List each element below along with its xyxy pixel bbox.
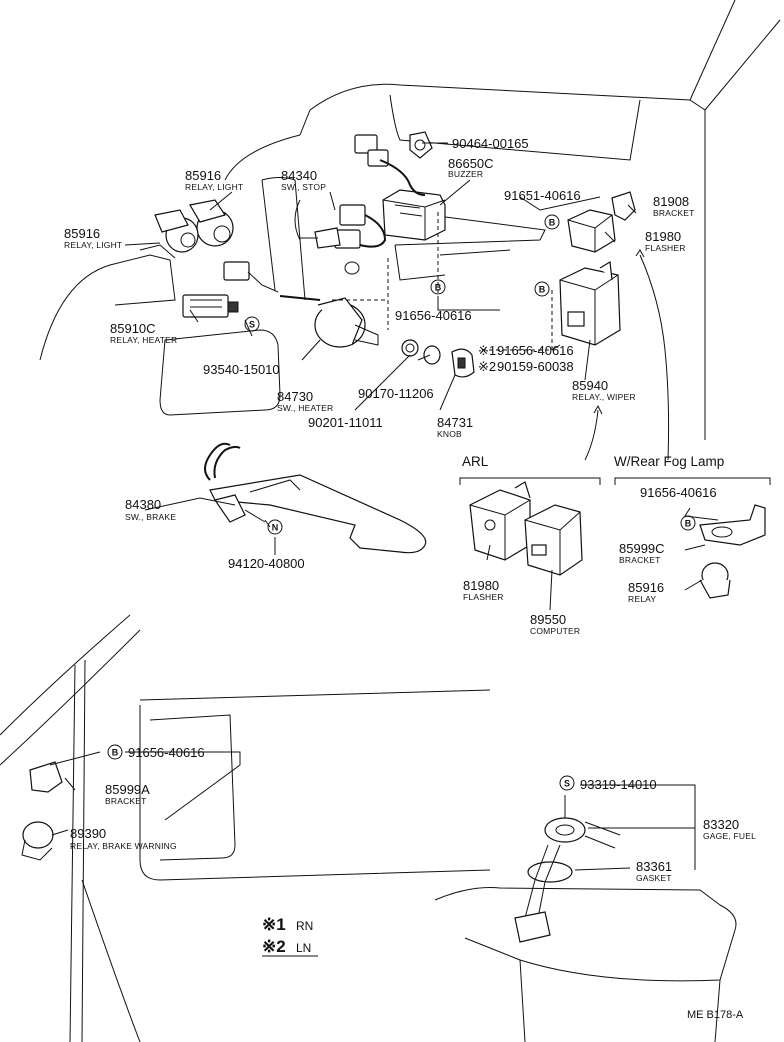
part-number-83361: 83361 bbox=[636, 859, 672, 874]
part-caption-84730: SW., HEATER bbox=[277, 403, 333, 413]
part-number-84340: 84340 bbox=[281, 168, 317, 183]
marker-n-94120: N bbox=[267, 519, 283, 535]
part-caption-86650c: BUZZER bbox=[448, 169, 483, 179]
note-mark-1: ※1 bbox=[478, 343, 496, 358]
part-number-91656-n1: 91656-40616 bbox=[497, 343, 574, 358]
marker-b-91656-mid: B bbox=[430, 279, 446, 295]
brake-pedal bbox=[204, 442, 427, 554]
part-number-89550: 89550 bbox=[530, 612, 566, 627]
legend-code-1: RN bbox=[296, 919, 313, 933]
part-number-81980-arl: 81980 bbox=[463, 578, 499, 593]
part-caption-83320: GAGE, FUEL bbox=[703, 831, 756, 841]
lower-left-body bbox=[0, 614, 491, 1042]
marker-b-wiper: B bbox=[534, 281, 550, 297]
part-caption-81908: BRACKET bbox=[653, 208, 695, 218]
fog-lamp-group bbox=[614, 477, 771, 599]
part-number-85916-fog: 85916 bbox=[628, 580, 664, 595]
marker-label: B bbox=[549, 218, 556, 228]
part-number-93540: 93540-15010 bbox=[203, 362, 280, 377]
part-caption-85910c: RELAY, HEATER bbox=[110, 335, 177, 345]
marker-label: B bbox=[685, 519, 692, 529]
legend-mark-1: ※1 bbox=[262, 915, 286, 934]
part-number-91656-low: 91656-40616 bbox=[128, 745, 205, 760]
marker-s-93540: S bbox=[244, 316, 260, 332]
marker-label: B bbox=[435, 283, 442, 293]
part-number-86650c: 86650C bbox=[448, 156, 494, 171]
marker-label: B bbox=[112, 748, 119, 758]
part-number-90464: 90464-00165 bbox=[452, 136, 529, 151]
part-caption-85999c: BRACKET bbox=[619, 555, 661, 565]
part-number-85916-left: 85916 bbox=[64, 226, 100, 241]
part-caption-89550: COMPUTER bbox=[530, 626, 580, 636]
part-number-91651: 91651-40616 bbox=[504, 188, 581, 203]
note-mark-2: ※2 bbox=[478, 359, 496, 374]
part-caption-83361: GASKET bbox=[636, 873, 672, 883]
part-number-85940: 85940 bbox=[572, 378, 608, 393]
part-number-90201: 90201-11011 bbox=[308, 415, 383, 430]
legend-code-2: LN bbox=[296, 941, 311, 955]
part-number-85999c: 85999C bbox=[619, 541, 665, 556]
part-number-91656-mid: 91656-40616 bbox=[395, 308, 472, 323]
part-number-81980-top: 81980 bbox=[645, 229, 681, 244]
leader-lines bbox=[49, 142, 719, 871]
part-number-84730: 84730 bbox=[277, 389, 313, 404]
part-number-85999a: 85999A bbox=[105, 782, 150, 797]
part-number-94120: 94120-40800 bbox=[228, 556, 305, 571]
marker-label: S bbox=[564, 779, 570, 789]
part-number-91656-fog: 91656-40616 bbox=[640, 485, 717, 500]
part-caption-81980-top: FLASHER bbox=[645, 243, 686, 253]
part-caption-89390: RELAY, BRAKE WARNING bbox=[70, 841, 177, 851]
marker-b-91651: B bbox=[544, 214, 560, 230]
heater-relay-assembly bbox=[182, 261, 279, 318]
group-label-arl: ARL bbox=[462, 454, 489, 469]
part-caption-84340: SW., STOP bbox=[281, 182, 326, 192]
part-caption-85916-fog: RELAY bbox=[628, 594, 656, 604]
marker-b-low: B bbox=[107, 744, 123, 760]
diagram-code: ME B178-A bbox=[687, 1009, 744, 1021]
part-number-81908: 81908 bbox=[653, 194, 689, 209]
group-label-fog-lamp: W/Rear Fog Lamp bbox=[614, 454, 724, 469]
part-number-84380: 84380 bbox=[125, 497, 161, 512]
buzzer-assembly bbox=[354, 131, 446, 241]
part-number-90159: 90159-60038 bbox=[497, 359, 574, 374]
part-caption-85916-top: RELAY, LIGHT bbox=[185, 182, 243, 192]
part-caption-85940: RELAY., WIPER bbox=[572, 392, 636, 402]
dashboard-outline bbox=[39, 0, 781, 440]
arl-group bbox=[459, 477, 601, 576]
heater-switch bbox=[279, 295, 475, 378]
part-number-84731: 84731 bbox=[437, 415, 473, 430]
part-caption-85999a: BRACKET bbox=[105, 796, 147, 806]
legend: ※1 RN ※2 LN bbox=[262, 915, 318, 957]
part-number-83320: 83320 bbox=[703, 817, 739, 832]
marker-b-fog: B bbox=[680, 515, 696, 531]
relay-light-left bbox=[154, 209, 199, 253]
legend-mark-2: ※2 bbox=[262, 937, 286, 956]
part-caption-85916-left: RELAY, LIGHT bbox=[64, 240, 122, 250]
marker-label: N bbox=[272, 523, 279, 533]
fuel-tank bbox=[434, 817, 737, 1042]
marker-label: S bbox=[249, 320, 255, 330]
stop-switch bbox=[300, 204, 387, 249]
part-caption-81980-arl: FLASHER bbox=[463, 592, 504, 602]
part-caption-84380: SW., BRAKE bbox=[125, 512, 176, 522]
part-number-85910c: 85910C bbox=[110, 321, 156, 336]
part-number-90170: 90170-11206 bbox=[358, 386, 434, 401]
marker-s-93319: S bbox=[559, 775, 575, 791]
flasher-top bbox=[567, 191, 636, 253]
wiper-relay bbox=[559, 261, 621, 346]
part-number-85916-top: 85916 bbox=[185, 168, 221, 183]
part-number-89390: 89390 bbox=[70, 826, 106, 841]
part-caption-84731: KNOB bbox=[437, 429, 462, 439]
part-number-93319: 93319-14010 bbox=[580, 777, 657, 792]
marker-label: B bbox=[539, 285, 546, 295]
